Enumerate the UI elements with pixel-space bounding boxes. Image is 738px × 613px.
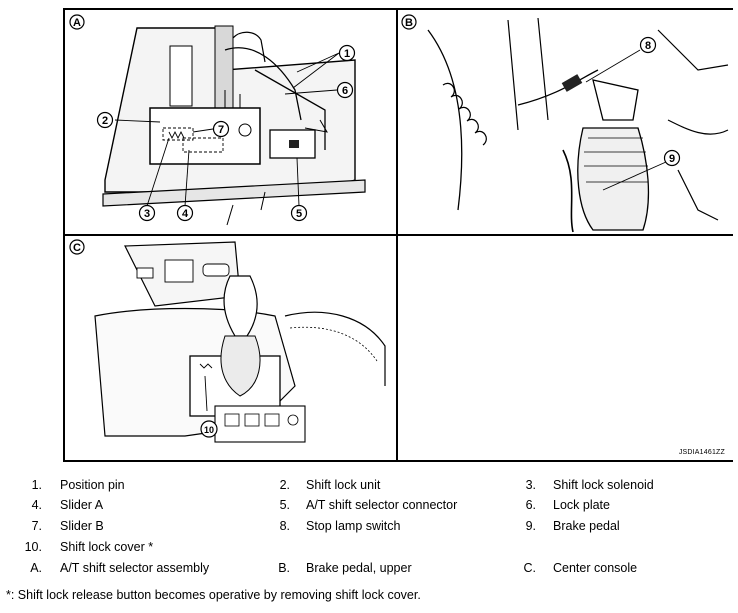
legend-text: Slider A [60, 498, 104, 512]
legend-num: 2. [279, 478, 290, 492]
svg-text:4: 4 [182, 208, 189, 220]
callout-10: 10 [200, 420, 218, 438]
legend-text: Shift lock solenoid [553, 478, 654, 492]
legend-num: 9. [525, 519, 536, 533]
svg-text:3: 3 [144, 208, 150, 220]
callout-9: 9 [663, 149, 681, 167]
callout-3: 3 [138, 204, 156, 222]
legend-num: 3. [525, 478, 536, 492]
legend-row: 7. Slider B 8. Stop lamp switch 9. Brake… [0, 519, 738, 537]
svg-text:8: 8 [645, 40, 651, 52]
legend-row: 4. Slider A 5. A/T shift selector connec… [0, 498, 738, 516]
footnote: *: Shift lock release button becomes ope… [6, 588, 421, 602]
callout-2: 2 [96, 111, 114, 129]
callout-8: 8 [639, 36, 657, 54]
svg-text:9: 9 [669, 153, 675, 165]
svg-text:5: 5 [296, 208, 302, 220]
panel-b: 8 9 B [398, 10, 733, 234]
panel-c-illustration: 10 C [69, 239, 386, 443]
legend-num: 10. [24, 540, 42, 554]
legend-num: B. [278, 561, 290, 575]
diagram-frame: 1 6 2 7 3 4 5 A 8 9 [63, 8, 733, 462]
panel-c: 10 C [65, 236, 396, 460]
legend-num: C. [523, 561, 537, 575]
legend-text: A/T shift selector connector [306, 498, 458, 512]
panel-a-illustration: 1 6 2 7 3 4 5 A [69, 14, 366, 226]
legend-num: 7. [31, 519, 42, 533]
legend-text: Shift lock unit [306, 478, 381, 492]
panel-c-label: C [69, 239, 85, 255]
svg-text:A: A [73, 17, 81, 29]
part-code: JSDIA1461ZZ [678, 449, 725, 456]
legend-text: Lock plate [553, 498, 610, 512]
svg-text:2: 2 [102, 115, 108, 127]
svg-text:7: 7 [218, 124, 224, 136]
legend-text: Position pin [60, 478, 125, 492]
panel-b-label: B [401, 14, 417, 30]
callout-7: 7 [212, 120, 230, 138]
legend-text: A/T shift selector assembly [60, 561, 210, 575]
panel-b-illustration: 8 9 B [401, 14, 729, 233]
callout-5: 5 [290, 204, 308, 222]
legend-num: 8. [279, 519, 290, 533]
legend-row: 10. Shift lock cover * [0, 540, 738, 558]
callout-1: 1 [338, 44, 356, 62]
svg-text:1: 1 [344, 48, 350, 60]
legend-num: 5. [279, 498, 290, 512]
legend-num: 1. [31, 478, 42, 492]
svg-text:B: B [405, 17, 413, 29]
legend-num: A. [30, 561, 42, 575]
panel-a: 1 6 2 7 3 4 5 A [65, 10, 396, 234]
legend-text: Brake pedal, upper [306, 561, 412, 575]
svg-text:6: 6 [342, 85, 348, 97]
legend-text: Shift lock cover * [60, 540, 154, 554]
legend-text: Slider B [60, 519, 104, 533]
legend-text: Stop lamp switch [306, 519, 401, 533]
legend-num: 6. [525, 498, 536, 512]
callout-6: 6 [336, 81, 354, 99]
legend-text: Center console [553, 561, 638, 575]
svg-text:C: C [73, 242, 81, 254]
panel-a-label: A [69, 14, 85, 30]
svg-text:10: 10 [204, 425, 214, 435]
panel-empty: JSDIA1461ZZ [398, 236, 733, 460]
legend-num: 4. [31, 498, 42, 512]
legend-row: 1. Position pin 2. Shift lock unit 3. Sh… [0, 478, 738, 496]
legend-row: A. A/T shift selector assembly B. Brake … [0, 561, 738, 579]
panel-divider-horizontal [65, 234, 731, 236]
callout-4: 4 [176, 204, 194, 222]
legend-text: Brake pedal [553, 519, 620, 533]
